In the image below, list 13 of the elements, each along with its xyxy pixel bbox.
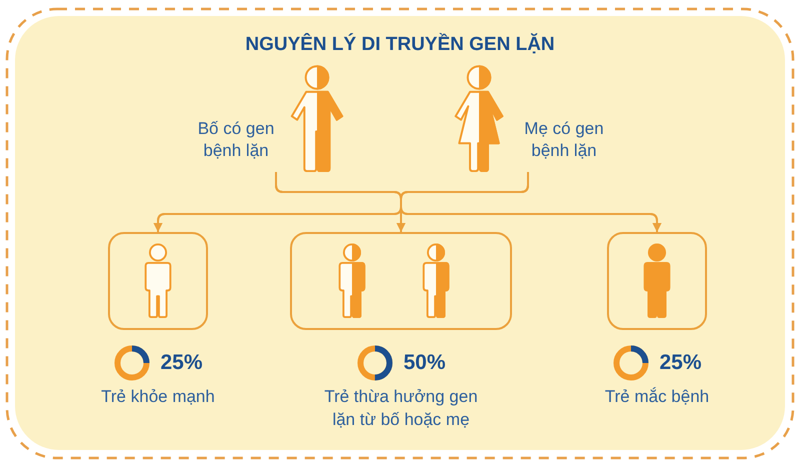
outcome-panel [607, 232, 707, 330]
parent-label: Bố có gen bệnh lặn [196, 118, 276, 162]
percentage-value: 50% [403, 350, 446, 376]
percentage-value: 25% [160, 350, 203, 376]
diagram-title: NGUYÊN LÝ DI TRUYỀN GEN LẶN [245, 33, 555, 57]
connector-arrow [400, 172, 662, 232]
percentage-value: 25% [659, 350, 702, 376]
parent-label: Mẹ có gen bệnh lặn [523, 118, 605, 162]
outcome-caption: Trẻ thừa hưởng gen lặn từ bố hoặc mẹ [323, 386, 479, 431]
outcome-caption: Trẻ khỏe mạnh [101, 386, 215, 408]
outcome-panel [108, 232, 208, 330]
outcome-caption: Trẻ mắc bệnh [604, 386, 710, 408]
outcome-panel [290, 232, 512, 330]
